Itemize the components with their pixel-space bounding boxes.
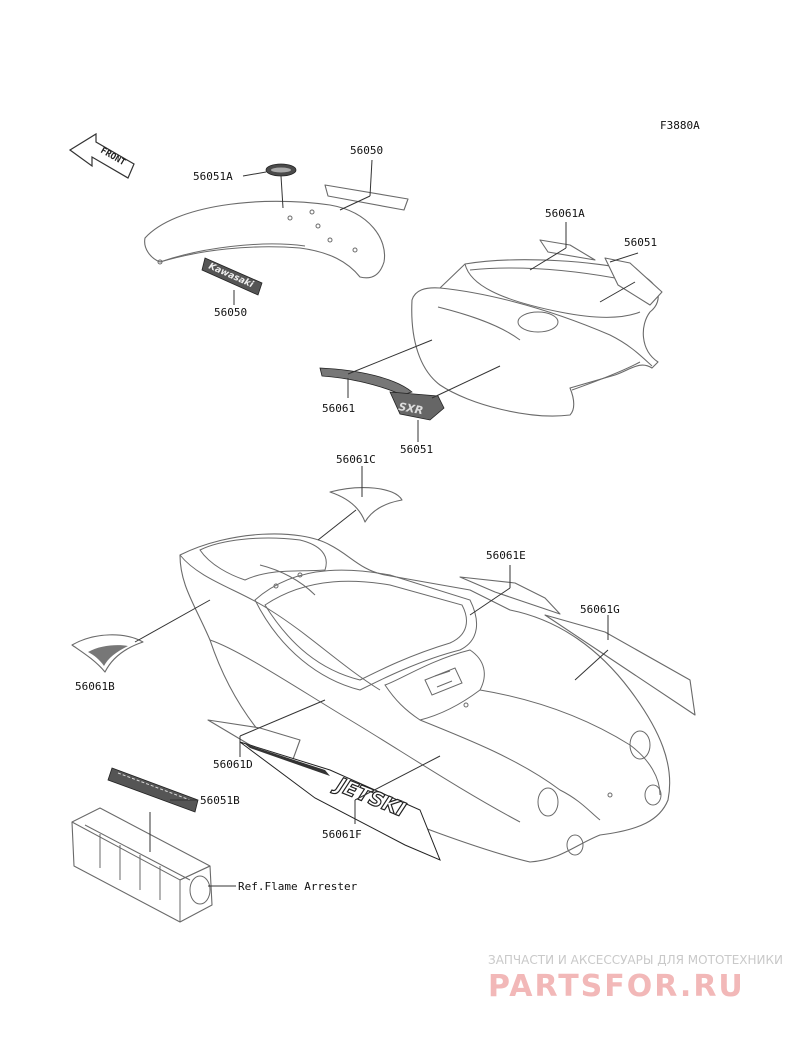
watermark-tagline: ЗАПЧАСТИ И АКСЕССУАРЫ ДЛЯ МОТОТЕХНИКИ <box>488 953 783 967</box>
stripe-decal-56061E <box>459 576 561 615</box>
part-number-56061C: 56061C <box>336 453 376 466</box>
stripe-decal-56061G <box>544 614 696 716</box>
stripe-decal-56061A <box>539 239 596 261</box>
stripe-decal-56061D <box>207 719 301 763</box>
figure-code: F3880A <box>660 119 700 132</box>
part-number-56050-top: 56050 <box>350 144 383 157</box>
part-number-56061A: 56061A <box>545 207 585 220</box>
flame-arrester-box <box>71 807 213 923</box>
stripe-decal-56061 <box>319 367 413 396</box>
part-number-56061: 56061 <box>322 402 355 415</box>
hull-body <box>179 533 671 863</box>
sxr-emblem-decal: SXR <box>389 391 445 421</box>
svg-text:SXR: SXR <box>397 400 424 417</box>
ref-flame-arrester-label: Ref.Flame Arrester <box>238 880 358 893</box>
part-number-56050-bottom: 56050 <box>214 306 247 319</box>
front-arrow-icon: FRONT <box>68 132 135 179</box>
part-number-56061D: 56061D <box>213 758 253 771</box>
side-decal-56051-right <box>604 257 663 306</box>
strip-decal-56051B <box>107 767 199 813</box>
svg-text:Kawasaki: Kawasaki <box>207 262 256 291</box>
part-number-56061E: 56061E <box>486 549 526 562</box>
kawasaki-logo-decal: Kawasaki <box>201 257 263 296</box>
hood-panel <box>411 259 659 417</box>
emblem-decal-56051A <box>265 163 297 177</box>
watermark-logo: PARTSFOR.RU <box>488 969 745 1004</box>
part-number-56061B: 56061B <box>75 680 115 693</box>
part-number-56051-lower: 56051 <box>400 443 433 456</box>
handle-pole-cover <box>144 200 386 279</box>
part-number-56051A: 56051A <box>193 170 233 183</box>
part-number-56051-right: 56051 <box>624 236 657 249</box>
stripe-decal-56061C <box>329 487 403 523</box>
part-number-56061F: 56061F <box>322 828 362 841</box>
stripe-decal-56061B <box>71 634 144 673</box>
part-number-56051B: 56051B <box>200 794 240 807</box>
part-number-56061G: 56061G <box>580 603 620 616</box>
jetski-stripe-decal-56061F: JETSKI <box>239 741 441 861</box>
